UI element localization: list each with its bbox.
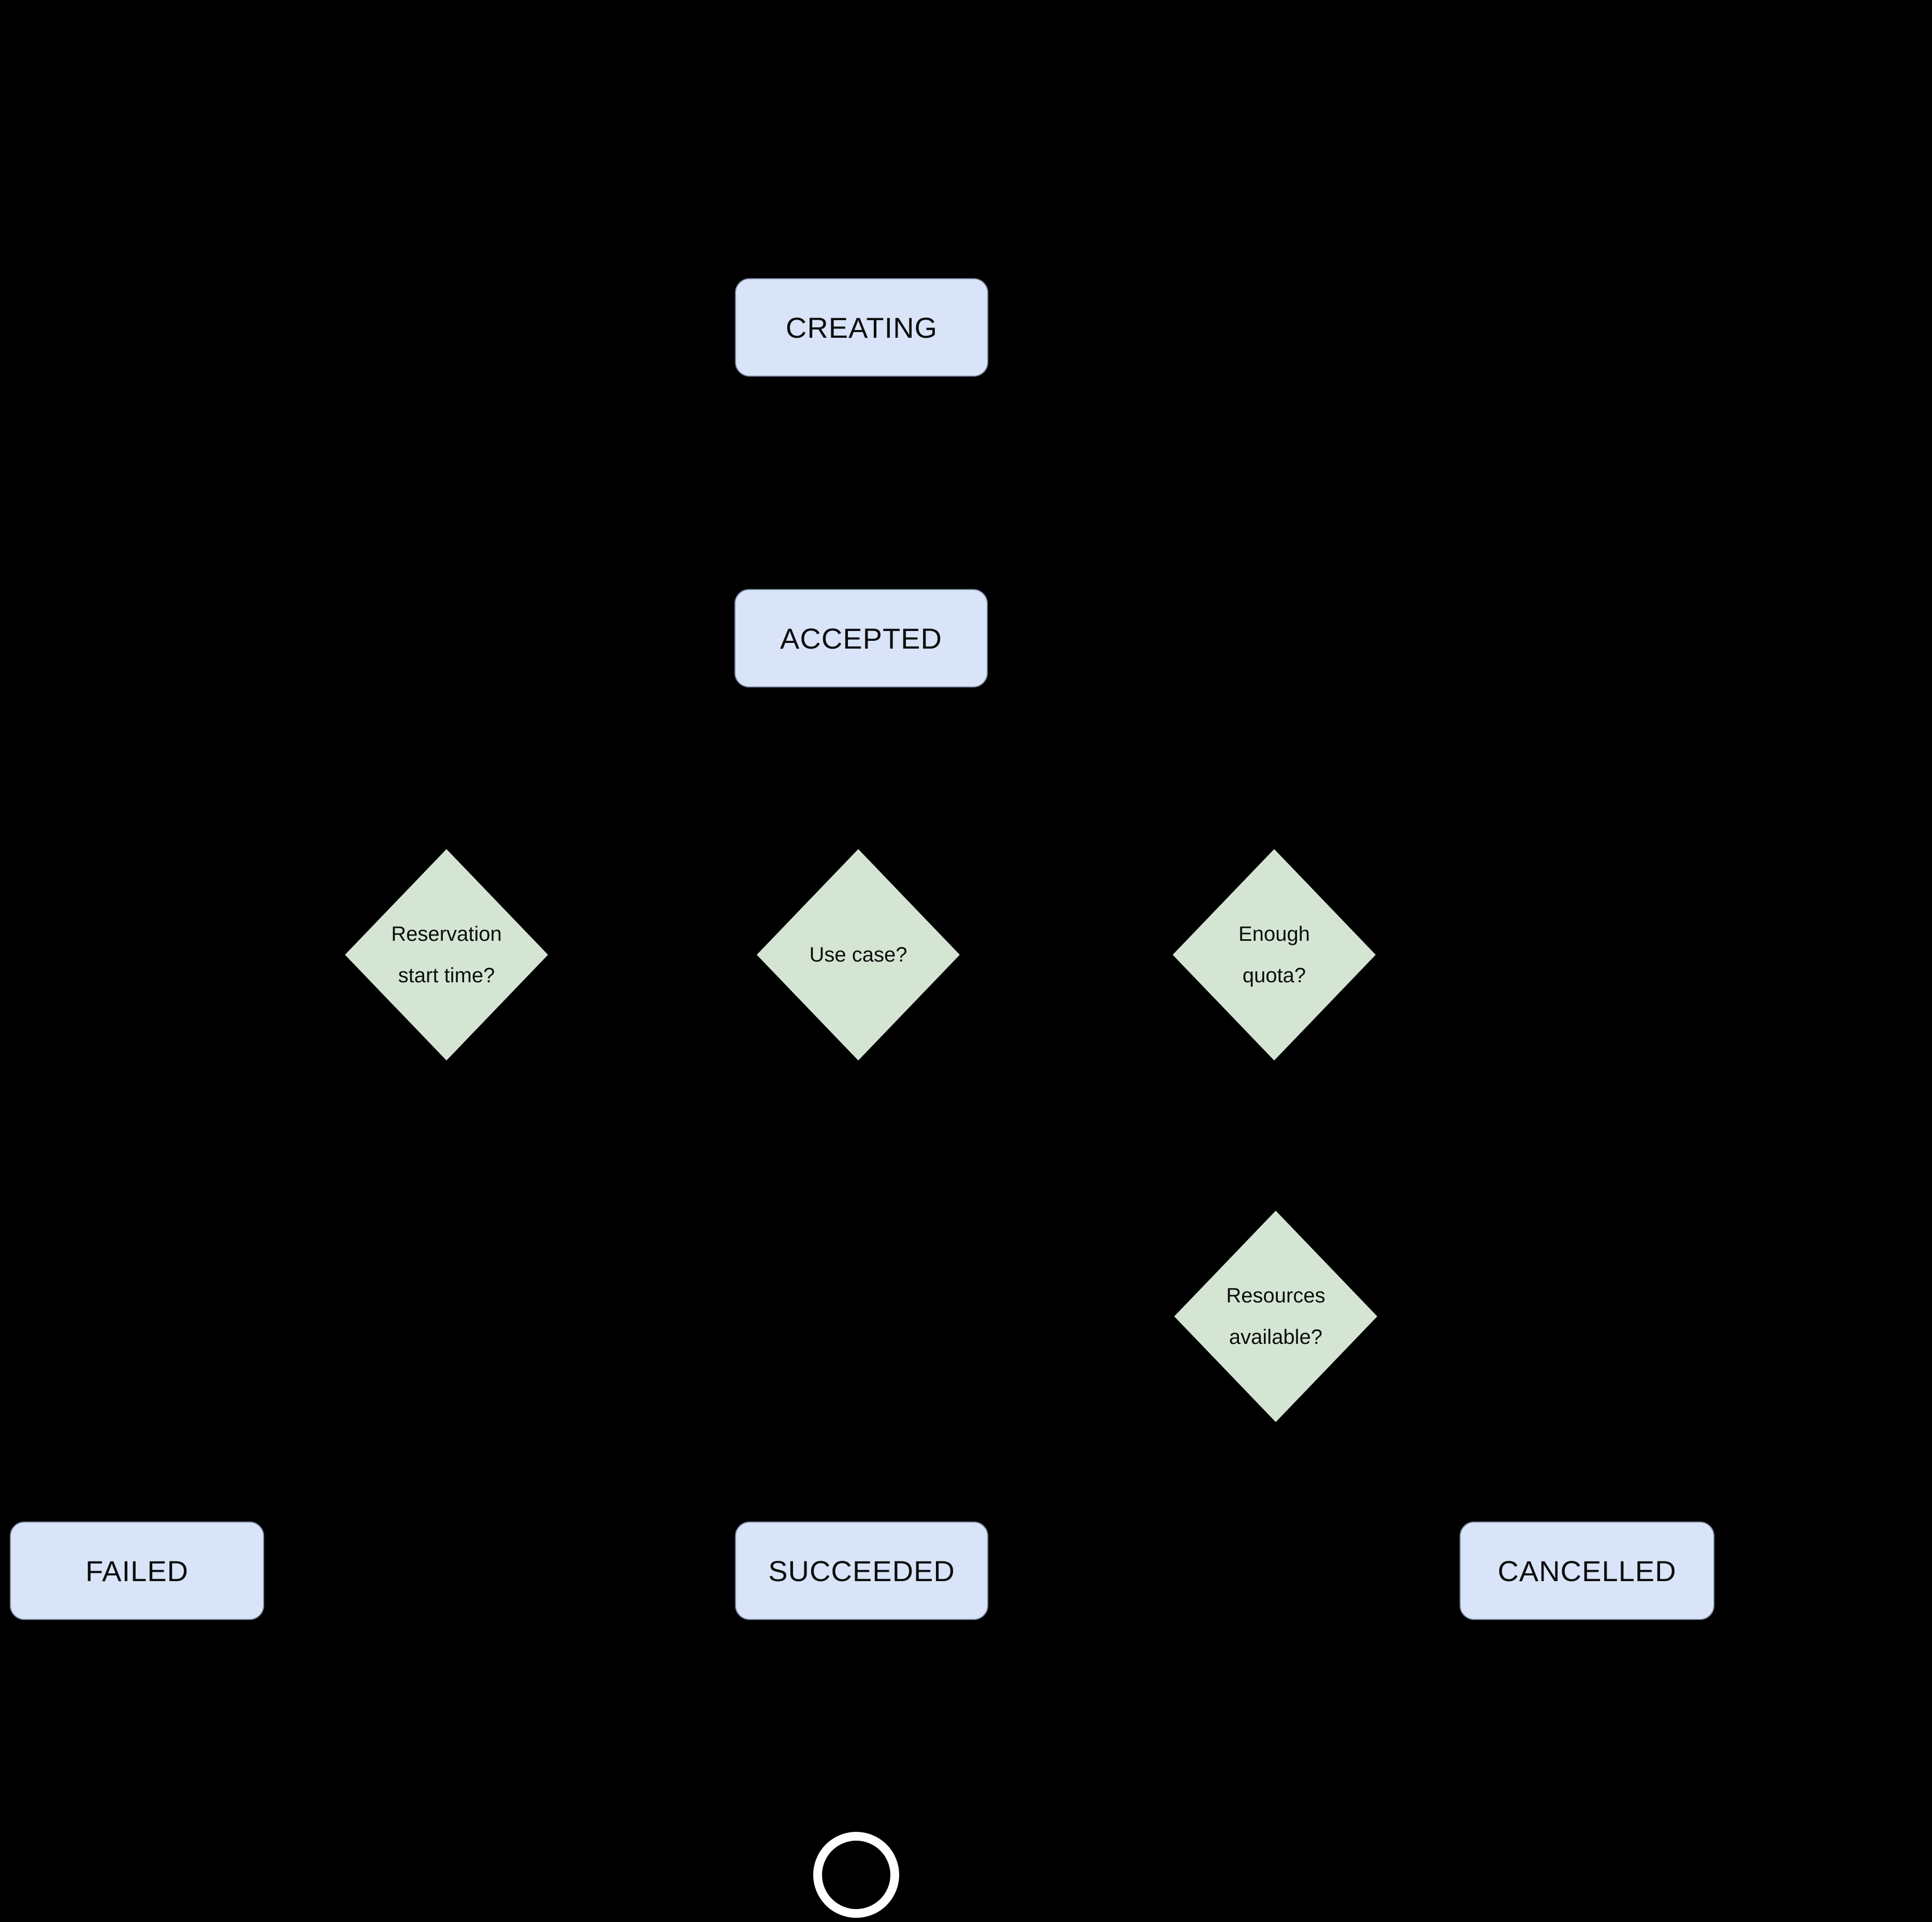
state-node-cancelled: CANCELLED: [1460, 1522, 1714, 1620]
decision-label-line1: Reservation: [391, 923, 502, 945]
state-node-creating: CREATING: [735, 278, 988, 377]
decision-node-use-case: Use case?: [757, 849, 960, 1060]
state-label: CREATING: [785, 311, 938, 344]
final-state-circle-icon: [813, 1832, 899, 1918]
decision-label-line2: quota?: [1242, 964, 1306, 987]
state-label: SUCCEEDED: [768, 1554, 955, 1587]
state-node-failed: FAILED: [10, 1522, 264, 1620]
decision-node-resources-available: Resources available?: [1174, 1211, 1377, 1422]
state-node-succeeded: SUCCEEDED: [735, 1522, 988, 1620]
decision-node-reservation-start-time: Reservation start time?: [345, 849, 548, 1060]
state-label: ACCEPTED: [780, 622, 942, 655]
decision-label-line1: Enough: [1238, 923, 1310, 945]
decision-node-enough-quota: Enough quota?: [1173, 849, 1376, 1060]
decision-label-line2: available?: [1229, 1326, 1323, 1349]
decision-label-line2: start time?: [398, 964, 495, 987]
decision-label-line1: Resources: [1226, 1284, 1325, 1307]
state-node-accepted: ACCEPTED: [734, 589, 988, 687]
decision-label-line1: Use case?: [809, 943, 907, 966]
state-label: CANCELLED: [1497, 1554, 1677, 1587]
state-label: FAILED: [85, 1554, 189, 1587]
